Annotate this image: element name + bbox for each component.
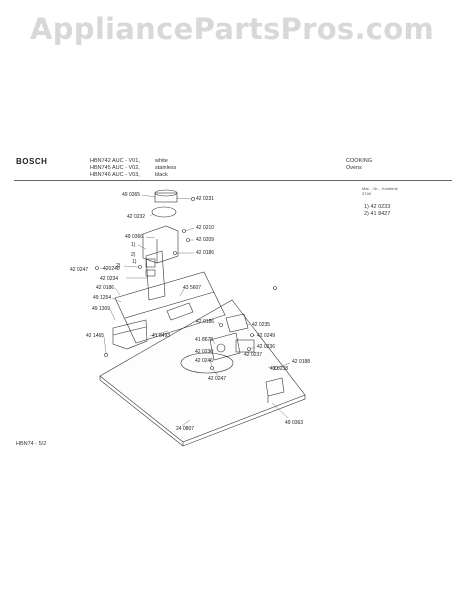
blower-cap xyxy=(154,192,178,203)
part-label: 1) xyxy=(132,259,137,265)
part-label: 49 0365 xyxy=(122,192,140,198)
part-label: 42 0186 xyxy=(196,319,214,325)
part-label: 49 1309 xyxy=(92,306,110,312)
duct-tube xyxy=(145,250,166,301)
screw-top xyxy=(191,197,195,201)
base-plate-left-lip xyxy=(99,376,184,447)
part-label: 42 0188 xyxy=(292,359,310,365)
screw-6 xyxy=(104,353,108,357)
part-label: 42 1465 xyxy=(86,333,104,339)
air-channel xyxy=(114,271,226,344)
hinge-bracket xyxy=(112,319,148,350)
watermark: AppliancePartsPros.com xyxy=(29,12,435,46)
side-note-1: 1) 42 0233 xyxy=(364,204,391,210)
part-label: 42 0237 xyxy=(244,352,262,358)
bracket-small xyxy=(145,258,156,268)
color-2: stainless xyxy=(155,165,177,171)
color-1: white xyxy=(155,158,168,164)
page-footer: HBN74 - 5/2 xyxy=(16,441,47,447)
part-label: 42 0235 xyxy=(252,322,270,328)
part-label: 1) xyxy=(131,242,136,248)
screw-11 xyxy=(273,286,277,290)
mat-no-label: Mat. - Nr. - Kontierte xyxy=(362,186,399,191)
screw-4 xyxy=(138,265,142,269)
mat-no-value: 3746 xyxy=(362,191,371,196)
color-3: black xyxy=(155,172,168,178)
switch-knob xyxy=(216,343,226,353)
latch-bracket xyxy=(265,377,285,397)
channel-slot xyxy=(166,302,194,321)
part-label: 42 0234 xyxy=(100,276,118,282)
part-label: 42 0238 xyxy=(270,366,288,372)
side-note-2: 2) 41 8427 xyxy=(364,211,391,217)
screw-8 xyxy=(250,333,254,337)
blower-wheel xyxy=(151,206,177,218)
header-rule xyxy=(14,180,452,181)
part-label: 42 0247 xyxy=(208,376,226,382)
screw-3 xyxy=(173,251,177,255)
brand-logo-text: BOSCH xyxy=(16,157,48,166)
part-label: 2) xyxy=(131,252,136,258)
part-label: 49 1254 xyxy=(93,295,111,301)
part-label: 24 0807 xyxy=(176,426,194,432)
model-list: HBN742 AUC - V01, HBN745 AUC - V02, HBN7… xyxy=(90,158,140,179)
part-label: 42 0236 xyxy=(195,349,213,355)
part-label: 49 0363 xyxy=(285,420,303,426)
part-label: 42 0231 xyxy=(196,196,214,202)
base-plate-opening xyxy=(180,352,234,374)
part-label: 420246 xyxy=(103,266,120,272)
base-plate-front-lip xyxy=(182,395,306,447)
screw-5 xyxy=(95,266,99,270)
bracket-small-2 xyxy=(145,269,156,277)
part-label: 41 8678 xyxy=(195,337,213,343)
side-notes: 1) 42 0233 2) 41 8427 xyxy=(364,204,390,218)
part-label: 2) xyxy=(116,263,121,269)
part-label: 42 0236 xyxy=(257,344,275,350)
model-3: HBN746 AUC - V03, xyxy=(90,172,140,178)
screw-7 xyxy=(219,323,223,327)
switch-block xyxy=(225,313,249,333)
part-label: 42 0210 xyxy=(196,225,214,231)
part-label: 42 0186 xyxy=(196,250,214,256)
blower-housing xyxy=(142,225,179,264)
part-label: 42 0232 xyxy=(127,214,145,220)
model-2: HBN745 AUC - V02, xyxy=(90,165,140,171)
part-label: 41 8493 xyxy=(152,333,170,339)
part-label: 42 0246 xyxy=(195,358,213,364)
part-label: 49 0366 xyxy=(125,234,143,240)
part-label: 42 0186 xyxy=(96,285,114,291)
category: COOKING Ovens xyxy=(346,158,372,172)
category-sub: Ovens xyxy=(346,165,362,171)
part-label: 42 0209 xyxy=(196,237,214,243)
model-1: HBN742 AUC - V01, xyxy=(90,158,140,164)
switch-mount xyxy=(209,332,241,361)
category-main: COOKING xyxy=(346,158,372,164)
switch-bracket-right xyxy=(235,339,255,353)
material-number-header: Mat. - Nr. - Kontierte 3746 xyxy=(362,186,398,196)
blower-cap-top xyxy=(154,189,178,197)
part-label: 43 5607 xyxy=(183,285,201,291)
part-label: 42 0247 xyxy=(70,267,88,273)
color-list: white stainless black xyxy=(155,158,176,179)
part-label: 42 0249 xyxy=(257,333,275,339)
